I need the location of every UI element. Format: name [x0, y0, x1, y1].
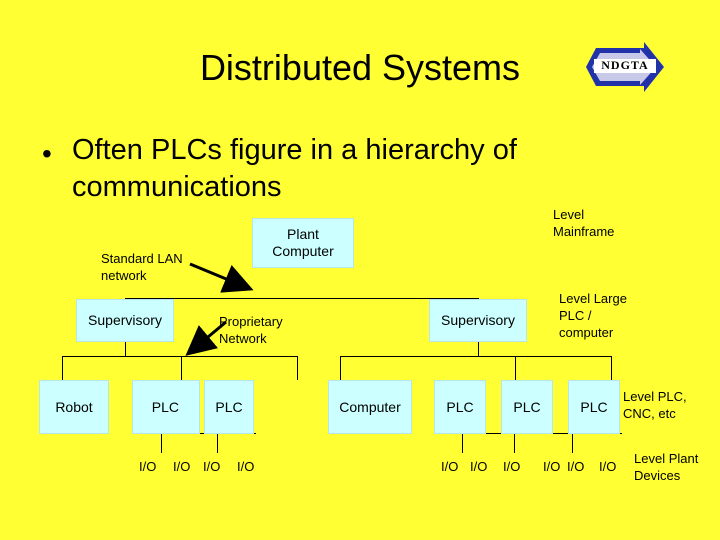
plc-node: PLC — [434, 380, 486, 434]
network-line-top — [125, 298, 478, 299]
connector-line — [297, 356, 298, 380]
ndgta-logo: NDGTA — [584, 42, 666, 92]
level-mainframe-label: Level Mainframe — [553, 207, 615, 239]
connector-line — [515, 356, 516, 380]
io-label: I/O — [237, 459, 255, 474]
connector-line — [181, 356, 182, 380]
io-label: I/O — [543, 459, 561, 474]
proprietary-network-label: Proprietary Network — [219, 314, 283, 346]
robot-node: Robot — [39, 380, 109, 434]
io-label: I/O — [599, 459, 617, 474]
plant-computer-node: Plant Computer — [252, 218, 354, 268]
connector-line — [572, 433, 573, 453]
plc-node: PLC — [568, 380, 620, 434]
computer-node: Computer — [328, 380, 412, 434]
io-label: I/O — [139, 459, 157, 474]
level-plant-devices-label: Level Plant Devices — [634, 451, 699, 483]
io-label: I/O — [173, 459, 191, 474]
io-label: I/O — [441, 459, 459, 474]
connector-line — [161, 433, 162, 453]
plc-node: PLC — [501, 380, 553, 434]
level-plc-cnc-label: Level PLC, CNC, etc — [623, 389, 687, 421]
supervisory-node-left: Supervisory — [76, 299, 174, 342]
network-line-left — [62, 356, 298, 357]
io-label: I/O — [567, 459, 585, 474]
io-label: I/O — [203, 459, 221, 474]
bullet-text: Often PLCs figure in a hierarchy of comm… — [72, 134, 517, 203]
supervisory-node-right: Supervisory — [429, 299, 527, 342]
standard-lan-label: Standard LAN network — [101, 251, 183, 283]
arrow-standard-lan — [189, 262, 254, 293]
connector-line — [462, 433, 463, 453]
arrow-proprietary — [185, 320, 227, 356]
level-large-plc-label: Level Large PLC / computer — [559, 291, 627, 340]
connector-line — [611, 356, 612, 380]
plc-node: PLC — [204, 380, 254, 434]
plc-node: PLC — [132, 380, 200, 434]
bullet-marker: • — [42, 138, 52, 169]
connector-line — [514, 433, 515, 453]
connector-line — [217, 433, 218, 453]
connector-line — [340, 356, 341, 380]
io-label: I/O — [503, 459, 521, 474]
network-line-right — [340, 356, 612, 357]
connector-line — [62, 356, 63, 380]
io-label: I/O — [470, 459, 488, 474]
page-title: Distributed Systems — [199, 47, 521, 88]
logo-text: NDGTA — [601, 58, 649, 72]
